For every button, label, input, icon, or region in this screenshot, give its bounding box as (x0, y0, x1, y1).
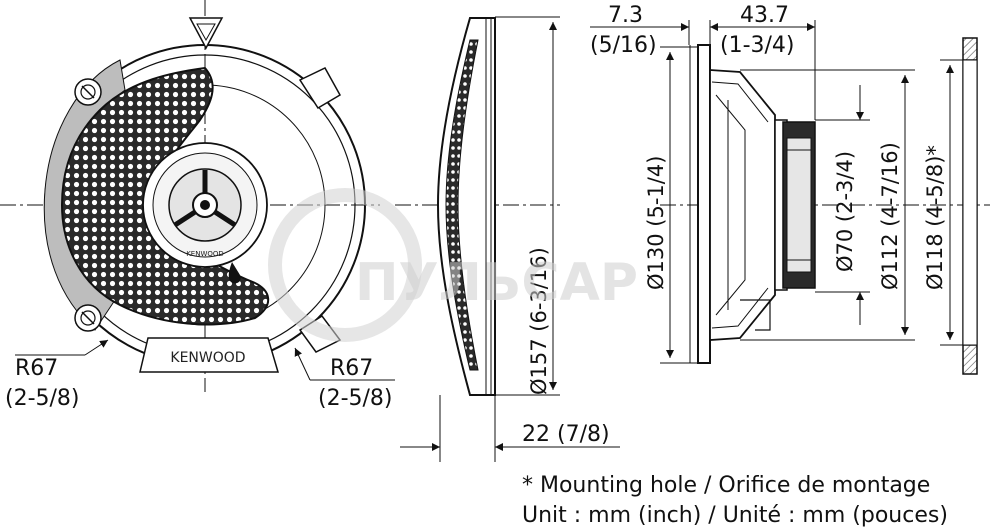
watermark: ПУЛЬСАР (268, 188, 638, 342)
flange-thickness-inch-label: (5/16) (590, 33, 657, 58)
tweeter-brand-label: KENWOOD (186, 250, 224, 258)
depth-label: 22 (7/8) (522, 422, 610, 447)
outer-diameter-label: Ø157 (6-3/16) (527, 247, 551, 395)
mount-depth-label: 43.7 (740, 3, 789, 28)
radius-right-label: R67 (330, 356, 373, 381)
units-note: Unit : mm (inch) / Unité : mm (pouces) (522, 503, 948, 528)
front-view: KENWOOD KENWOOD R67 (2-5/8) R67 (2-5/ (0, 0, 395, 411)
mount-flange (697, 44, 711, 364)
profile-view: 7.3 (5/16) 43.7 (1-3/4) Ø130 (5-1/4) Ø70… (590, 3, 990, 375)
side-view: Ø157 (6-3/16) 22 (7/8) (395, 16, 620, 462)
body-diameter-label: Ø112 (4-7/16) (878, 142, 902, 290)
screw-upper-left-icon (74, 78, 102, 106)
side-grille (445, 39, 479, 371)
screw-lower-left-icon (74, 304, 102, 332)
hole-diameter-label: Ø118 (4-5/8)* (923, 145, 947, 290)
kenwood-badge (139, 337, 280, 373)
radius-left-inch-label: (2-5/8) (5, 386, 80, 411)
side-grille-outline (436, 17, 496, 396)
mount-depth-inch-label: (1-3/4) (720, 33, 795, 58)
flange-thickness-label: 7.3 (608, 3, 643, 28)
watermark-text: ПУЛЬСАР (355, 253, 638, 313)
kenwood-badge-label: KENWOOD (170, 350, 245, 366)
radius-right-inch-label: (2-5/8) (318, 386, 393, 411)
magnet-diameter-label: Ø70 (2-3/4) (833, 151, 857, 272)
top-tab-triangle-icon (188, 17, 224, 50)
frame-diameter-label: Ø130 (5-1/4) (644, 156, 668, 290)
speaker-basket (709, 69, 776, 341)
tweeter-drop-icon (228, 262, 241, 284)
radius-left-label: R67 (15, 356, 58, 381)
terminal (740, 299, 771, 331)
mounting-note: * Mounting hole / Orifice de montage (522, 473, 930, 498)
clip-upper-right-icon (298, 67, 342, 110)
